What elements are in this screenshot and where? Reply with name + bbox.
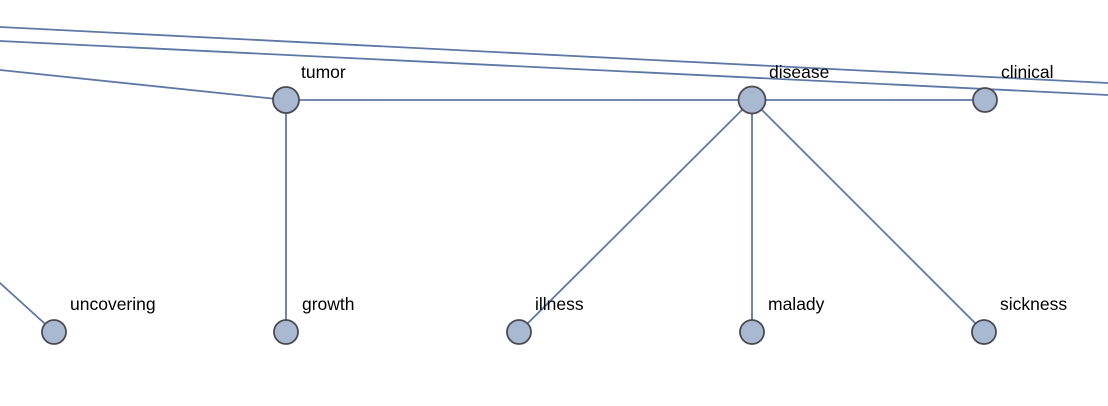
graph-node-clinical[interactable] — [972, 87, 998, 113]
edges-layer — [0, 26, 1108, 333]
graph-node-growth[interactable] — [273, 319, 299, 345]
graph-node-label-tumor: tumor — [301, 62, 346, 82]
graph-node-label-growth: growth — [302, 294, 355, 314]
graph-node-label-clinical: clinical — [1001, 62, 1054, 82]
graph-node-sickness[interactable] — [971, 319, 997, 345]
graph-edge — [0, 69, 287, 101]
graph-node-tumor[interactable] — [272, 86, 300, 114]
graph-edge — [518, 99, 753, 333]
graph-node-malady[interactable] — [739, 319, 765, 345]
nodes-layer — [41, 85, 998, 345]
graph-node-label-malady: malady — [768, 294, 825, 314]
labels-layer: tumor disease clinical uncovering growth illn… — [70, 62, 1067, 314]
graph-edge — [751, 99, 985, 333]
graph-node-illness[interactable] — [506, 319, 532, 345]
graph-node-uncovering[interactable] — [41, 319, 67, 345]
graph-edge — [0, 40, 1108, 96]
graph-node-label-uncovering: uncovering — [70, 294, 156, 314]
graph-edge — [0, 26, 1108, 84]
graph-node-label-illness: illness — [535, 294, 584, 314]
graph-node-label-disease: disease — [769, 62, 829, 82]
graph-node-disease[interactable] — [737, 85, 767, 115]
graph-node-label-sickness: sickness — [1000, 294, 1067, 314]
